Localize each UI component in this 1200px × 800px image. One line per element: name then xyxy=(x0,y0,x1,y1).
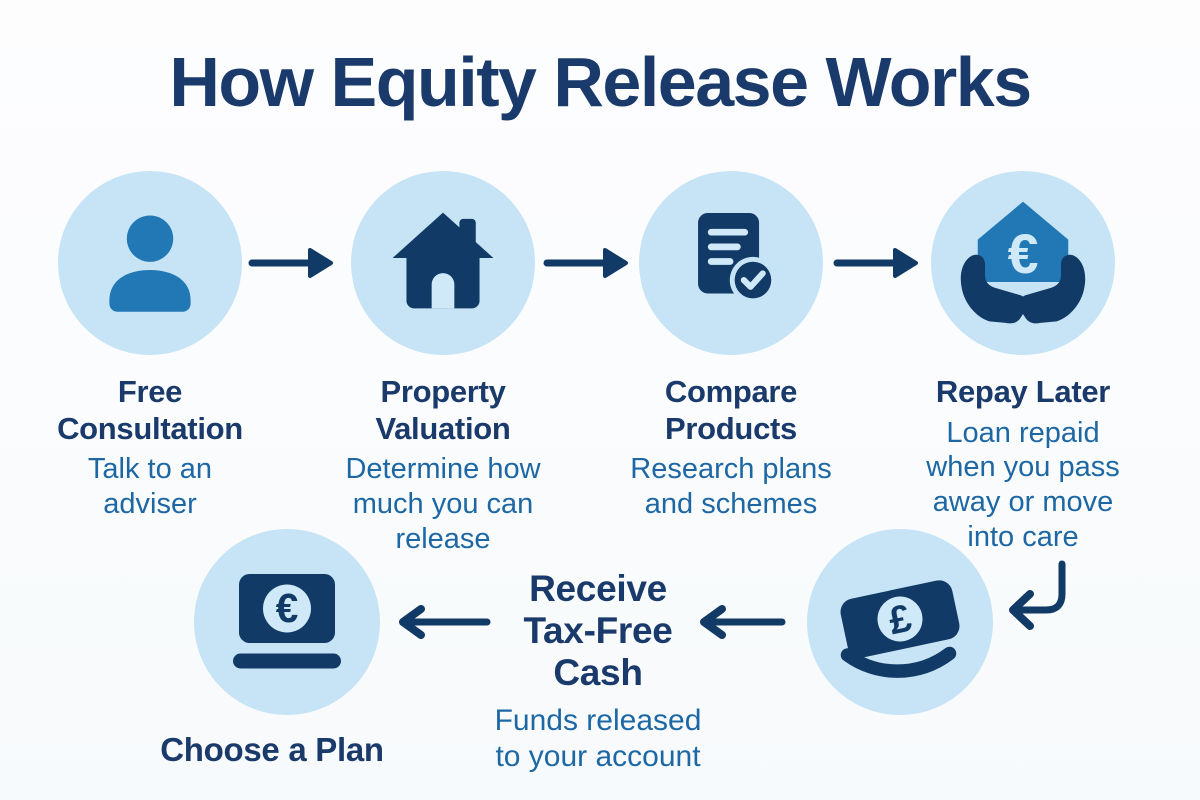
arrow-right-icon xyxy=(248,248,333,278)
step-title: Repay Later xyxy=(935,374,1111,409)
page-title: How Equity Release Works xyxy=(169,43,1032,121)
step-repay-later: € Repay Later Loan repaid when you pass … xyxy=(898,171,1148,555)
euro-symbol: € xyxy=(1008,223,1039,285)
step-title: Property Valuation xyxy=(375,374,511,446)
step-compare-products: Compare Products Research plans and sche… xyxy=(606,171,856,522)
step-receive-tax-free-cash: Receive Tax-Free Cash Funds released to … xyxy=(458,568,738,775)
arrow-right-icon xyxy=(833,248,918,278)
step-free-consultation: Free Consultation Talk to an adviser xyxy=(25,171,275,522)
hands-holding-house-euro-icon: € xyxy=(960,201,1086,324)
house-icon xyxy=(392,212,494,309)
step-title: Receive Tax-Free Cash xyxy=(523,568,673,694)
document-check-icon xyxy=(698,212,777,304)
icon-circle: £ xyxy=(807,529,993,715)
step-subtitle: Determine how much you can release xyxy=(345,453,541,555)
step-subtitle: Talk to an adviser xyxy=(87,453,213,520)
step-title: Compare Products xyxy=(664,374,798,446)
step-choose-a-plan: Choose a Plan xyxy=(160,731,384,768)
arrow-down-left-icon xyxy=(1009,560,1066,630)
icon-circle xyxy=(639,171,823,355)
laptop-euro-icon: € xyxy=(233,574,341,669)
step-title: Free Consultation xyxy=(57,374,243,446)
arrow-left-icon xyxy=(700,605,786,639)
banknote-pound-icon: £ xyxy=(840,580,960,678)
euro-symbol: € xyxy=(276,585,299,631)
step-property-valuation: Property Valuation Determine how much yo… xyxy=(318,171,568,557)
arrow-left-icon xyxy=(399,605,491,639)
icon-circle: € xyxy=(194,529,380,715)
icon-circle xyxy=(351,171,535,355)
person-icon xyxy=(109,215,191,312)
step-subtitle: Loan repaid when you pass away or move i… xyxy=(926,416,1120,553)
step-subtitle: Research plans and schemes xyxy=(630,453,832,520)
icon-circle xyxy=(58,171,242,355)
icon-circle: € xyxy=(931,171,1115,355)
arrow-right-icon xyxy=(543,248,628,278)
step-subtitle: Funds released to your account xyxy=(494,703,702,773)
